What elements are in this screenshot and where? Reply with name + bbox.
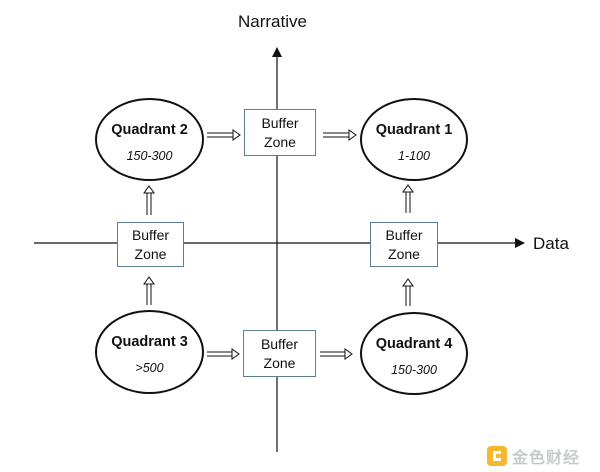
buffer-zone-top-line2: Zone: [264, 133, 296, 150]
quadrant-1-title: Quadrant 1: [375, 122, 453, 138]
arrow-q3-to-buffer-left: [143, 276, 155, 305]
watermark-text: 金色财经: [512, 450, 581, 467]
arrow-buffer-bottom-to-q4: [320, 348, 353, 360]
quadrant-1-node: Quadrant 1 1-100: [360, 98, 468, 181]
watermark: 金色财经: [487, 443, 599, 469]
arrow-q3-to-buffer-bottom: [207, 348, 240, 360]
quadrant-3-title: Quadrant 3: [111, 334, 188, 350]
quadrant-2-node: Quadrant 2 150-300: [95, 98, 204, 181]
buffer-zone-left: Buffer Zone: [117, 222, 184, 267]
quadrant-4-node: Quadrant 4 150-300: [360, 312, 468, 395]
quadrant-1-range: 1-100: [398, 149, 430, 163]
quadrant-4-range: 150-300: [391, 363, 437, 377]
buffer-zone-right-line2: Zone: [388, 245, 420, 262]
buffer-zone-top: Buffer Zone: [244, 109, 316, 156]
quadrant-2-title: Quadrant 2: [111, 122, 188, 138]
data-axis-label: Data: [533, 234, 569, 253]
arrow-buffer-right-to-q1: [402, 184, 414, 213]
buffer-zone-right: Buffer Zone: [370, 222, 438, 267]
narrative-axis-label: Narrative: [238, 12, 307, 31]
buffer-zone-top-line1: Buffer: [261, 114, 299, 131]
arrow-q4-to-buffer-right: [402, 278, 414, 306]
quadrant-4-title: Quadrant 4: [375, 336, 453, 352]
buffer-zone-left-line1: Buffer: [131, 226, 170, 243]
quadrant-2-range: 150-300: [126, 149, 173, 163]
buffer-zone-right-line1: Buffer: [385, 226, 423, 243]
arrow-buffer-top-to-q1: [323, 129, 357, 141]
buffer-zone-bottom: Buffer Zone: [243, 330, 316, 377]
arrow-q2-to-buffer-top: [207, 129, 241, 141]
arrow-buffer-left-to-q2: [143, 185, 155, 215]
quadrant-3-node: Quadrant 3 >500: [95, 310, 204, 394]
buffer-zone-left-line2: Zone: [134, 245, 167, 262]
jinse-logo-icon: [487, 446, 507, 466]
quadrant-3-range: >500: [135, 361, 164, 375]
buffer-zone-bottom-line1: Buffer: [260, 335, 299, 352]
buffer-zone-bottom-line2: Zone: [263, 354, 296, 371]
